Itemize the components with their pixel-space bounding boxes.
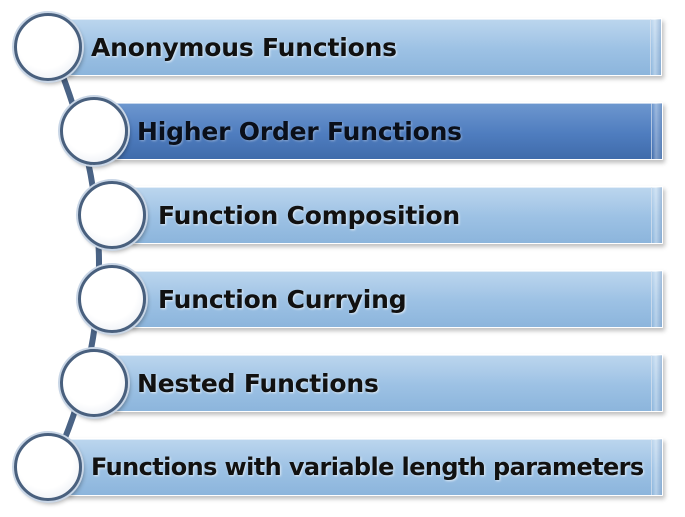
list-item-3: Function Composition — [130, 186, 663, 244]
list-item-label: Function Composition — [158, 200, 461, 230]
list-item-1: Anonymous Functions — [66, 18, 662, 76]
bar-cap — [651, 103, 662, 159]
bar-cap — [651, 439, 662, 495]
list-item-6: Functions with variable length parameter… — [66, 438, 663, 496]
list-item-5: Nested Functions — [112, 354, 663, 412]
bar-cap — [651, 355, 662, 411]
list-item-label: Anonymous Functions — [91, 32, 397, 62]
list-item-label: Higher Order Functions — [137, 116, 462, 146]
list-item-label: Functions with variable length parameter… — [91, 453, 644, 481]
list-item-label: Nested Functions — [137, 368, 379, 398]
list-item-4: Function Currying — [130, 270, 663, 328]
list-item-3-circle — [78, 181, 146, 249]
list-item-6-circle — [14, 433, 82, 501]
bar-cap — [651, 271, 662, 327]
bar-cap — [650, 19, 661, 75]
list-item-5-circle — [60, 349, 128, 417]
bar-cap — [651, 187, 662, 243]
list-item-label: Function Currying — [158, 284, 407, 314]
list-item-2: Higher Order Functions — [112, 102, 663, 160]
list-item-1-circle — [14, 13, 82, 81]
list-item-2-circle — [60, 97, 128, 165]
list-item-4-circle — [78, 265, 146, 333]
